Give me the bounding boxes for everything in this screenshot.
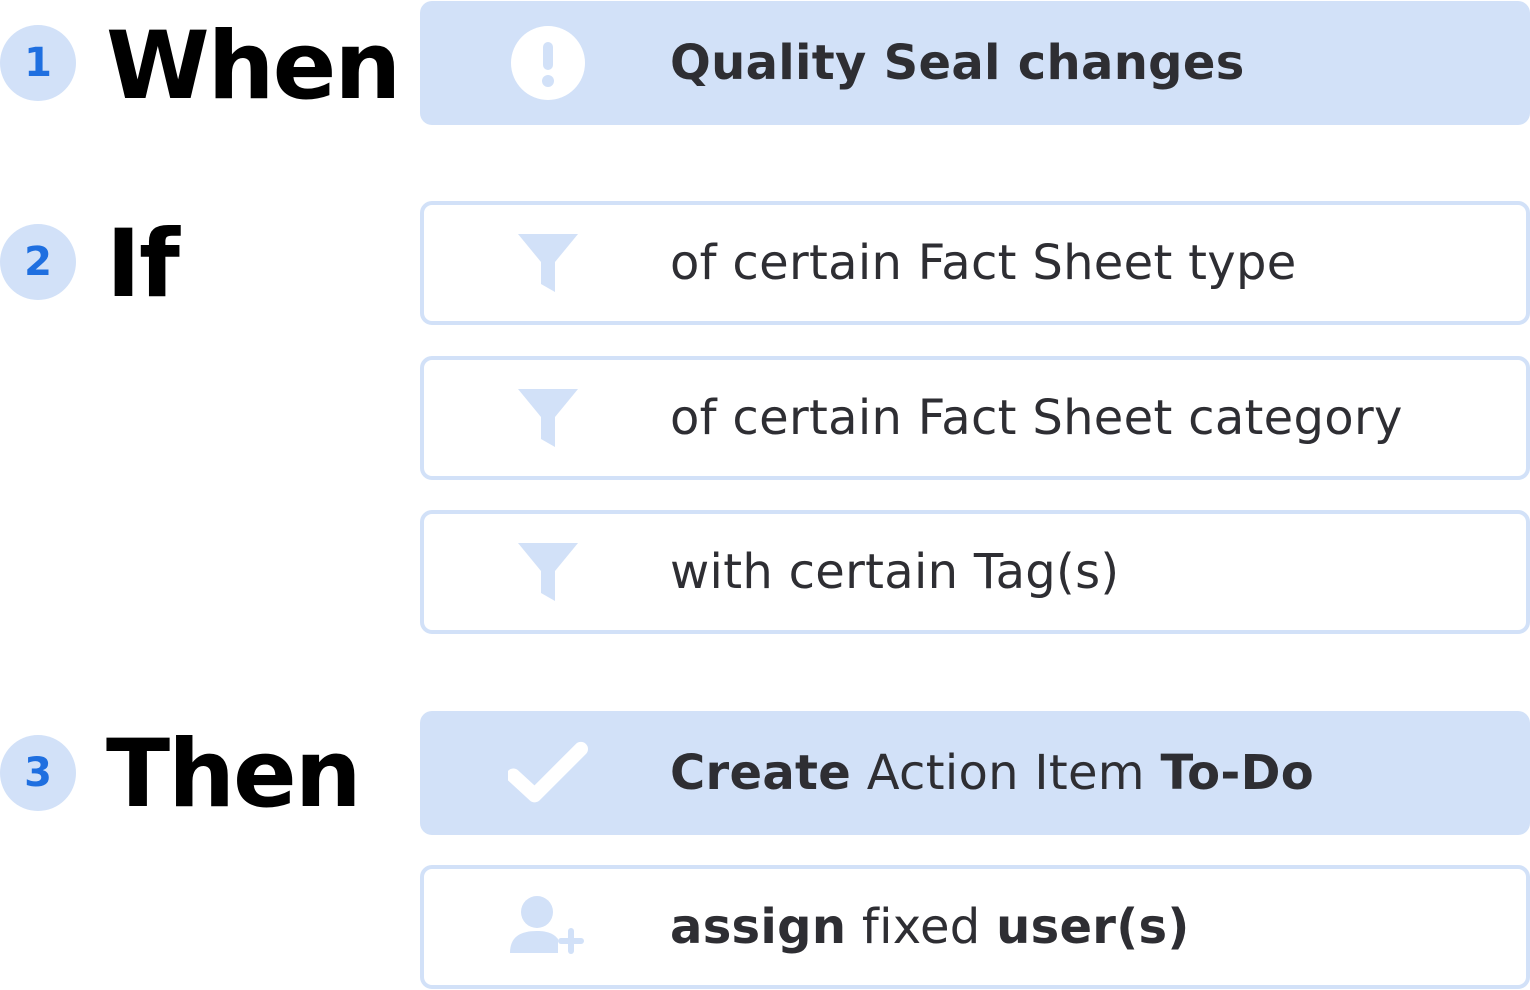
condition-text: of certain Fact Sheet type (670, 235, 1297, 291)
add-user-icon (508, 887, 588, 967)
step-number-badge: 1 (0, 25, 76, 101)
action-text-todo: To-Do (1160, 745, 1315, 801)
condition-fact-sheet-category[interactable]: of certain Fact Sheet category (420, 356, 1530, 480)
trigger-when-quality-seal-changes[interactable]: Quality Seal changes (420, 1, 1530, 125)
filter-icon (508, 378, 588, 458)
step-label-then: Then (106, 720, 362, 829)
step-number-badge: 2 (0, 224, 76, 300)
checkmark-icon (508, 733, 588, 813)
action-text-middle: Action Item (851, 745, 1161, 801)
assign-text-assign: assign (670, 899, 847, 955)
step-number-badge: 3 (0, 735, 76, 811)
filter-icon (508, 532, 588, 612)
trigger-text: Quality Seal changes (670, 35, 1245, 91)
assign-text: assign fixed user(s) (670, 899, 1190, 955)
filter-icon (508, 223, 588, 303)
condition-tags[interactable]: with certain Tag(s) (420, 510, 1530, 634)
condition-fact-sheet-type[interactable]: of certain Fact Sheet type (420, 201, 1530, 325)
step-label-when: When (106, 12, 401, 121)
exclamation-circle-icon (508, 23, 588, 103)
assign-text-users: user(s) (996, 899, 1190, 955)
assign-text-middle: fixed (846, 899, 997, 955)
step-label-if: If (106, 210, 180, 319)
action-create-to-do[interactable]: Create Action Item To-Do (420, 711, 1530, 835)
action-text: Create Action Item To-Do (670, 745, 1314, 801)
condition-text: with certain Tag(s) (670, 544, 1120, 600)
action-text-create: Create (670, 745, 852, 801)
condition-text: of certain Fact Sheet category (670, 390, 1403, 446)
action-assign-fixed-users[interactable]: assign fixed user(s) (420, 865, 1530, 989)
